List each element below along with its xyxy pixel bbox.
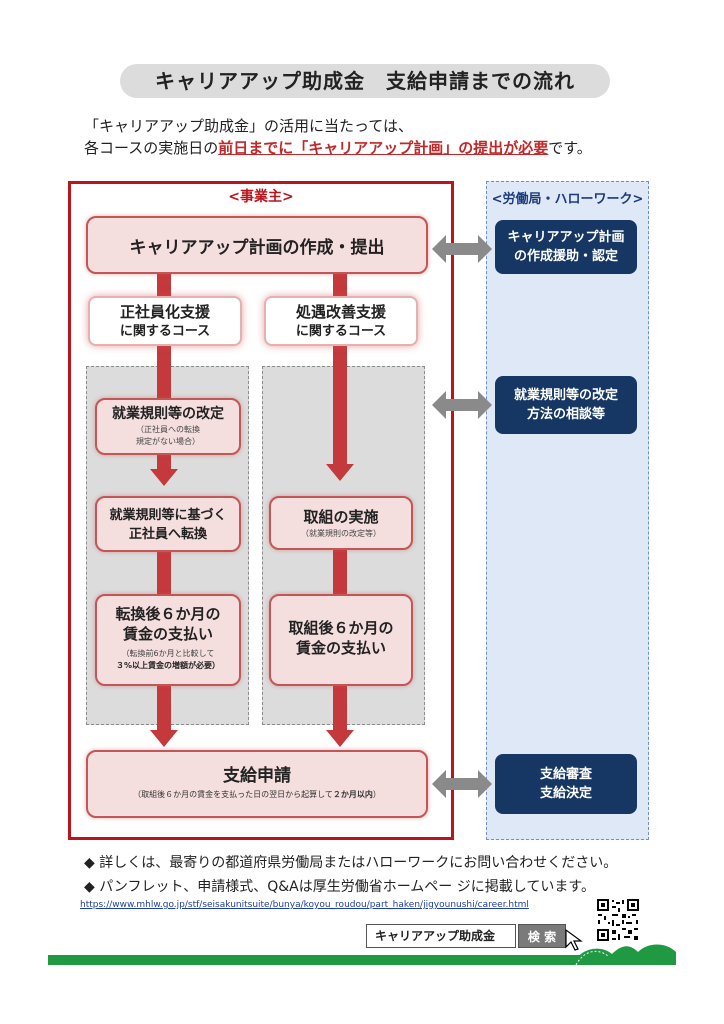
office-box-line: 支給審査 [539,767,592,782]
cursor-icon [565,928,583,951]
step-title: 転換後６か月の [115,605,221,623]
step-title: 正社員へ転換 [128,527,207,542]
office-panel [486,181,649,840]
final-note-bold: ２か月以内 [332,790,373,799]
double-arrow-icon [432,770,492,798]
step-note: （転換前6か月と比較して [121,649,215,658]
plan-box-label: キャリアアップ計画の作成・提出 [129,237,385,258]
note-website: ◆ パンフレット、申請様式、Q&Aは厚生労働省ホームペー ジに掲載しています。 [84,879,595,895]
final-note-pre: （取組後６か月の賃金を支払った日の翌日から起算して [133,790,333,799]
step-title: 就業規則等の改定 [112,406,224,422]
arrow-shaft [157,274,171,296]
course-right-title: 処遇改善支援 [295,303,386,321]
arrow-shaft [157,686,171,730]
note-contact: ◆ 詳しくは、最寄りの都道府県労働局またはハローワークにお問い合わせください。 [84,855,618,871]
arrow-shaft [333,550,347,596]
arrow-down-icon [150,469,178,486]
step-implementation: 取組の実施 （就業規則の改定等） [269,496,413,550]
arrow-shaft [157,455,171,469]
intro-line-2-post: です。 [548,139,592,157]
course-right-sub: に関するコース [295,324,387,339]
final-note-post: ） [372,790,381,799]
website-link[interactable]: https://www.mhlw.go.jp/stf/seisakunitsui… [80,900,529,910]
step-title: 賃金の支払い [295,639,386,657]
office-box-line: キャリアアップ計画 [507,230,625,245]
final-note: （取組後６か月の賃金を支払った日の翌日から起算して２か月以内） [88,788,426,802]
intro-line-1: 「キャリアアップ助成金」の活用に当たっては、 [84,117,413,135]
arrow-shaft [333,346,347,464]
step-note: （就業規則の改定等） [301,529,381,538]
intro-line-2-pre: 各コースの実施日の [84,139,219,157]
double-arrow-icon [432,235,492,263]
step-conversion: 就業規則等に基づく 正社員へ転換 [95,496,241,552]
office-rule-consultation: 就業規則等の改定方法の相談等 [495,376,637,434]
office-box-line: 支給決定 [539,786,592,801]
search-button[interactable]: 検 索 [518,924,566,948]
qr-code-icon [596,898,640,942]
course-treatment: 処遇改善支援 に関するコース [264,296,418,346]
step-note: （正社員への転換 [136,425,200,434]
step-note: ３%以上賃金の増額が必要） [115,661,220,670]
arrow-shaft [333,686,347,730]
course-left-title: 正社員化支援 [119,303,210,321]
step-title: 賃金の支払い [122,625,213,643]
course-regularization: 正社員化支援 に関するコース [88,296,242,346]
office-plan-support: キャリアアップ計画の作成援助・認定 [495,220,637,274]
arrow-down-icon [326,464,354,481]
office-box-line: 就業規則等の改定 [513,388,618,403]
step-title: 就業規則等に基づく [109,508,227,523]
double-arrow-icon [432,391,492,419]
footer-decoration [572,944,676,965]
office-payment-decision: 支給審査支給決定 [495,754,637,814]
arrow-shaft [333,274,347,296]
intro-line-2: 各コースの実施日の前日までに「キャリアアップ計画」の提出が必要です。 [84,138,592,158]
office-box-line: 方法の相談等 [526,407,605,422]
intro-highlight: 前日までに「キャリアアップ計画」の提出が必要 [218,139,549,157]
final-application-box: 支給申請 （取組後６か月の賃金を支払った日の翌日から起算して２か月以内） [86,750,428,818]
step-rule-revision: 就業規則等の改定 （正社員への転換 規定がない場合） [95,398,241,455]
employer-panel [68,181,454,840]
step-title: 取組後６か月の [288,619,394,637]
plan-box: キャリアアップ計画の作成・提出 [86,216,428,274]
page-title: キャリアアップ助成金 支給申請までの流れ [120,64,610,98]
footer-band [48,955,676,965]
course-left-sub: に関するコース [119,324,211,339]
arrow-shaft [157,346,171,398]
search-input[interactable]: キャリアアップ助成金 [366,924,516,948]
final-title: 支給申請 [223,766,291,786]
step-note: 規定がない場合） [136,437,200,446]
step-wage-payment-left: 転換後６か月の 賃金の支払い （転換前6か月と比較して ３%以上賃金の増額が必要… [95,594,241,686]
arrow-shaft [157,552,171,594]
employer-header: <事業主> [228,189,294,205]
arrow-down-icon [150,730,178,747]
step-title: 取組の実施 [303,508,379,526]
office-box-line: の作成援助・認定 [513,249,618,264]
arrow-down-icon [326,730,354,747]
office-header: <労働局・ハローワーク> [491,192,644,207]
step-wage-payment-right: 取組後６か月の 賃金の支払い [269,594,413,686]
